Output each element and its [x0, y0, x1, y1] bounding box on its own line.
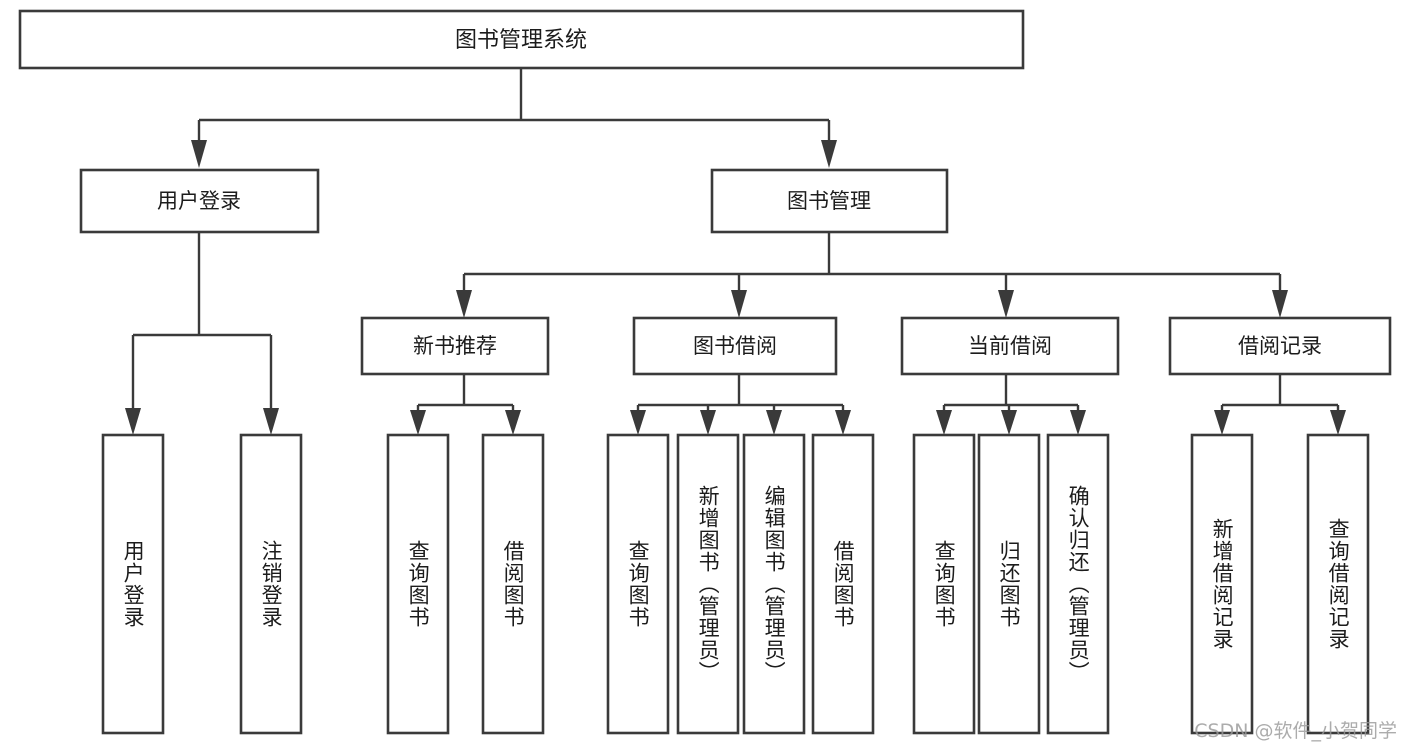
arrow-head-user-login — [191, 140, 207, 168]
node-book-borrow-label: 图书借阅 — [693, 334, 777, 358]
node-leaf-book-borrow-query[interactable] — [606, 433, 670, 735]
node-user-login-label: 用户登录 — [157, 189, 241, 213]
arrow-head-leaf-new-book-2 — [505, 410, 521, 435]
arrow-head-book-manage — [821, 140, 837, 168]
node-leaf-book-borrow-add[interactable] — [676, 433, 740, 735]
arrow-head-leaf-new-book-1 — [410, 410, 426, 435]
node-new-book-recommend[interactable] — [360, 316, 550, 376]
arrow-head-leaf-book-borrow-1 — [630, 410, 646, 435]
node-leaf-borrow-record-query[interactable] — [1306, 433, 1370, 735]
arrow-head-l3-borrow-record — [1272, 290, 1288, 318]
node-leaf-user-login-logout[interactable] — [239, 433, 303, 735]
node-leaf-current-borrow-confirm[interactable] — [1046, 433, 1110, 735]
node-leaf-book-borrow-borrow[interactable] — [811, 433, 875, 735]
node-leaf-new-book-query[interactable] — [386, 433, 450, 735]
arrow-head-leaf-book-borrow-2 — [700, 410, 716, 435]
arrow-head-leaf-borrow-record-2 — [1330, 410, 1346, 435]
node-root-book-management-system[interactable] — [18, 9, 1025, 70]
node-book-management-label: 图书管理 — [787, 189, 871, 213]
node-root-label: 图书管理系统 — [455, 28, 587, 53]
node-leaf-new-book-borrow[interactable] — [481, 433, 545, 735]
node-leaf-book-borrow-edit[interactable] — [742, 433, 806, 735]
arrow-head-leaf-current-borrow-2 — [1001, 410, 1017, 435]
arrow-head-l3-book-borrow — [731, 290, 747, 318]
node-borrow-record-label: 借阅记录 — [1238, 334, 1322, 358]
node-layer: 图书管理系统 用户登录 图书管理 新书推荐 图书借阅 当前借阅 借阅记录 — [18, 9, 1392, 735]
node-current-borrow[interactable] — [900, 316, 1120, 376]
arrow-head-leaf-current-borrow-3 — [1070, 410, 1086, 435]
node-leaf-current-borrow-return[interactable] — [977, 433, 1041, 735]
node-current-borrow-label: 当前借阅 — [968, 334, 1052, 358]
node-leaf-current-borrow-query[interactable] — [912, 433, 976, 735]
arrow-head-leaf-current-borrow-1 — [936, 410, 952, 435]
arrow-head-leaf-book-borrow-4 — [835, 410, 851, 435]
arrow-head-leaf-user-login-1 — [125, 408, 141, 435]
arrow-head-l3-new-book — [456, 290, 472, 318]
arrow-head-leaf-user-login-2 — [263, 408, 279, 435]
node-book-management[interactable] — [710, 168, 949, 234]
node-book-borrow[interactable] — [632, 316, 838, 376]
node-leaf-user-login-login[interactable] — [101, 433, 165, 735]
node-user-login[interactable] — [79, 168, 320, 234]
node-new-book-recommend-label: 新书推荐 — [413, 334, 497, 358]
arrow-head-leaf-borrow-record-1 — [1214, 410, 1230, 435]
arrow-head-leaf-book-borrow-3 — [766, 410, 782, 435]
node-borrow-record[interactable] — [1168, 316, 1392, 376]
arrow-head-l3-current-borrow — [998, 290, 1014, 318]
connector-layer — [125, 68, 1346, 435]
node-leaf-borrow-record-add[interactable] — [1190, 433, 1254, 735]
